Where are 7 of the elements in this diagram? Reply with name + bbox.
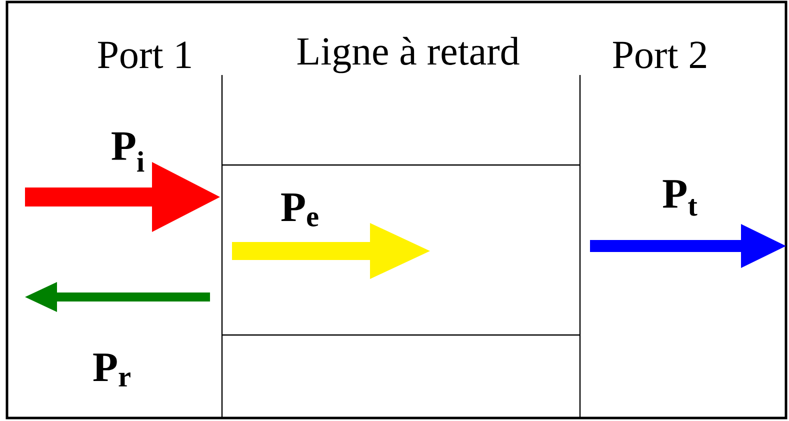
label: Port 1 bbox=[98, 42, 191, 68]
label: P$_{r}$ bbox=[93, 354, 130, 386]
label: P$_{e}$ bbox=[281, 194, 318, 226]
label: Port 2 bbox=[612, 42, 706, 68]
label: P$_{t}$ bbox=[662, 180, 698, 216]
label: P$_{i}$ bbox=[112, 132, 144, 172]
label: Ligne à retard bbox=[297, 36, 520, 74]
